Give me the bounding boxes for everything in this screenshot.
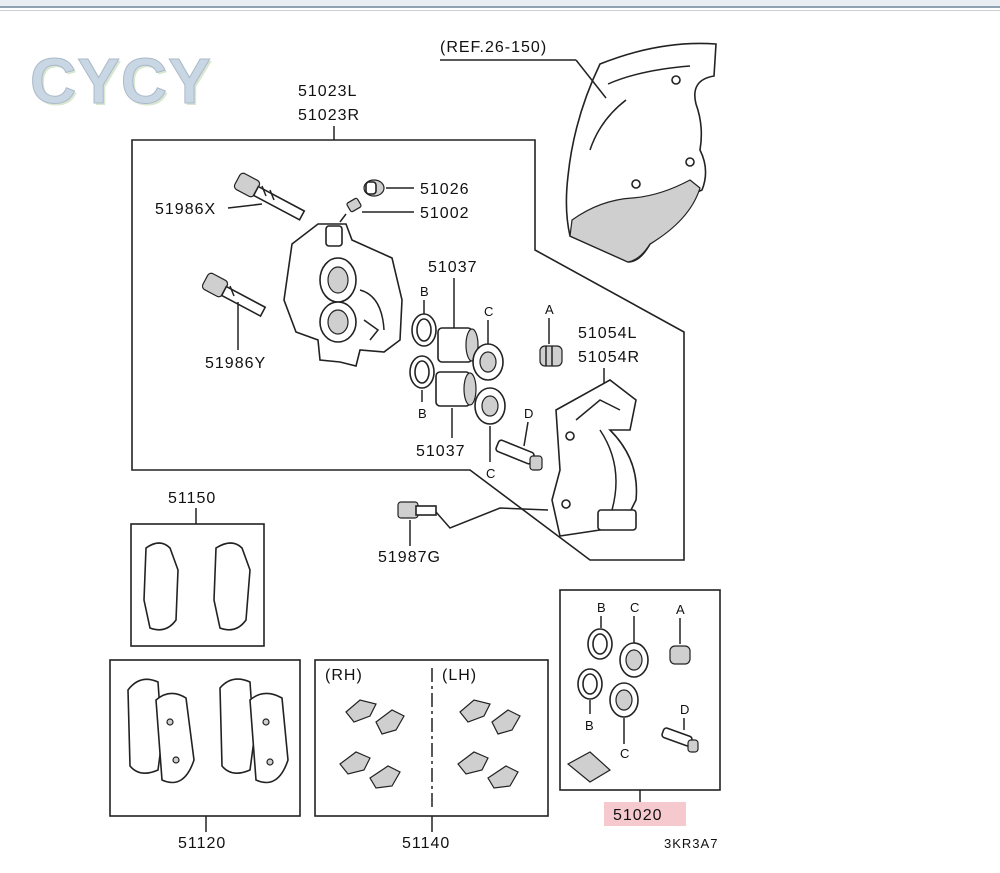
kit-letter-b-top: B	[597, 600, 607, 615]
dust-boot-top-part[interactable]	[472, 343, 504, 381]
guide-bolt-y-part[interactable]	[201, 272, 267, 318]
clips-label: 51140	[402, 835, 450, 852]
shim-box	[130, 523, 265, 647]
pin-boot-a-part[interactable]	[539, 345, 563, 367]
diagram-code: 3KR3A7	[664, 836, 718, 851]
kit-label-highlight	[604, 802, 686, 826]
caliper-l-label: 51023L	[298, 83, 357, 100]
bracket-bolt-g-part[interactable]	[397, 501, 437, 519]
bolt-g-link-line	[435, 507, 549, 529]
bleeder-cap-label: 51026	[420, 181, 470, 198]
rh-label: (RH)	[325, 667, 363, 684]
kit-letter-b-bottom: B	[585, 718, 595, 733]
letter-d-main: D	[524, 406, 534, 421]
clips-lh-part[interactable]	[457, 699, 521, 789]
kit-letter-c-top: C	[630, 600, 640, 615]
kit-label[interactable]: 51020	[613, 807, 663, 824]
bracket-r-label: 51054R	[578, 349, 640, 366]
letter-c-bottom: C	[486, 466, 496, 481]
bolt-x-leader	[227, 203, 263, 209]
ref-label: (REF.26-150)	[440, 39, 547, 56]
window-top-border	[0, 0, 1000, 8]
caliper-r-label: 51023R	[298, 107, 360, 124]
bolt-x-label: 51986X	[155, 201, 216, 218]
pad-set-right-part[interactable]	[219, 678, 289, 784]
watermark-logo: CYCY	[30, 45, 212, 118]
window-top-divider	[0, 10, 1000, 11]
shim-left-part[interactable]	[143, 542, 179, 631]
guide-pin-d-part[interactable]	[495, 439, 543, 471]
piston-bottom-part[interactable]	[435, 371, 477, 407]
kit-grease-pack-part[interactable]	[566, 751, 612, 783]
bracket-l-label: 51054L	[578, 325, 637, 342]
bleeder-screw-part[interactable]	[339, 197, 362, 223]
letter-b-bottom: B	[418, 406, 428, 421]
kit-pin-boot-a-part[interactable]	[669, 645, 691, 665]
dust-shield-part[interactable]	[565, 42, 717, 263]
piston-top-part[interactable]	[437, 327, 479, 363]
letter-b-top: B	[420, 284, 430, 299]
kit-guide-pin-d-part[interactable]	[661, 727, 699, 753]
guide-bolt-x-part[interactable]	[233, 172, 306, 221]
lh-label: (LH)	[442, 667, 477, 684]
bleeder-cap-part[interactable]	[363, 179, 385, 197]
caliper-body-part[interactable]	[283, 223, 403, 367]
kit-letter-d: D	[680, 702, 690, 717]
kit-letter-a: A	[676, 602, 686, 617]
bolt-g-label: 51987G	[378, 549, 441, 566]
pad-set-left-part[interactable]	[127, 678, 195, 784]
pads-box	[109, 659, 301, 817]
kit-letter-c-bottom: C	[620, 746, 630, 761]
letter-d-main-leader	[523, 421, 529, 447]
clips-rh-part[interactable]	[339, 699, 405, 789]
letter-a-main: A	[545, 302, 555, 317]
piston-bottom-label: 51037	[416, 443, 466, 460]
kit-seal-top-part[interactable]	[587, 628, 613, 660]
shim-right-part[interactable]	[213, 542, 251, 631]
piston-top-label: 51037	[428, 259, 478, 276]
piston-seal-bottom-part[interactable]	[409, 355, 435, 389]
shim-label: 51150	[168, 490, 216, 507]
caliper-assembly-outline	[131, 139, 685, 561]
pads-label: 51120	[178, 835, 226, 852]
ref-leader-line-2	[575, 59, 607, 99]
bleeder-label: 51002	[420, 205, 470, 222]
kit-boot-top-part[interactable]	[619, 642, 649, 678]
caliper-bracket-part[interactable]	[551, 379, 638, 537]
bolt-y-label: 51986Y	[205, 355, 266, 372]
piston-seal-top-part[interactable]	[411, 313, 437, 347]
kit-boot-bottom-part[interactable]	[609, 682, 639, 718]
letter-c-top: C	[484, 304, 494, 319]
kit-seal-bottom-part[interactable]	[577, 668, 603, 700]
dust-boot-bottom-part[interactable]	[474, 387, 506, 425]
